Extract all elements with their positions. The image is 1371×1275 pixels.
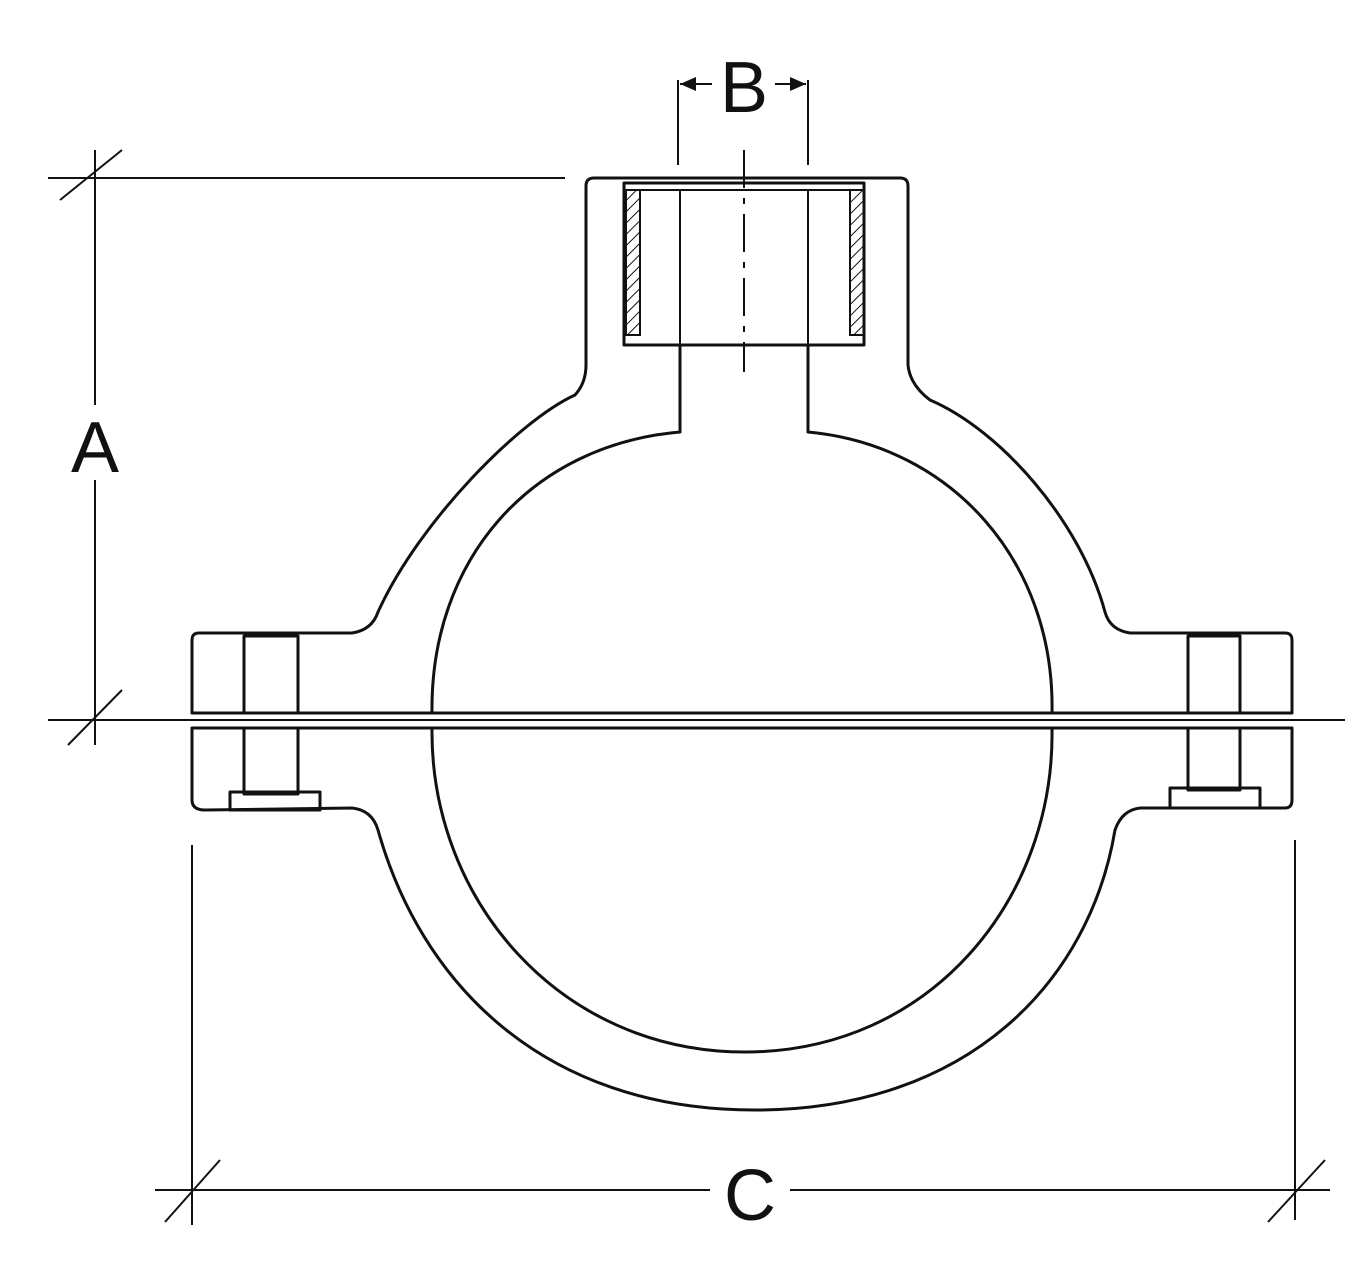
dimension-c [155,840,1330,1225]
lower-clamp-body [190,726,1294,1112]
pipe-bore-upper [430,343,1054,715]
dimension-a-label: A [71,408,119,488]
right-bolt [1168,634,1262,810]
dimension-c-label: C [724,1156,776,1236]
pipe-bore-lower [430,726,1054,1054]
dimension-b-label: B [720,48,768,128]
left-bolt [228,634,322,812]
dimension-a [48,149,565,746]
dimension-b [677,77,809,165]
upper-clamp-body [190,176,1294,715]
thread-hatch-right [849,189,865,336]
thread-hatch-left [625,189,641,336]
